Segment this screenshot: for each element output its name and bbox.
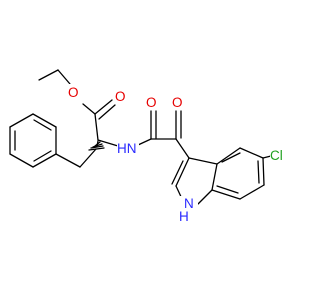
bond-carbonylc-o-double-2: [98, 104, 116, 120]
ethyl-group: [38, 69, 71, 85]
ester-ether-oxygen: O: [68, 84, 80, 100]
indole-benzene-ring: [211, 147, 272, 200]
indole-nitrogen: N H: [179, 196, 198, 224]
phenyl-ring: [9, 113, 57, 168]
ketone-oxygen: O: [172, 94, 184, 110]
svg-text:N: N: [184, 196, 194, 211]
amide-carbonyl-oxygen: O: [146, 94, 158, 110]
ester-carbonyl-oxygen: O: [115, 88, 127, 104]
bond-ch2-o: [57, 69, 71, 85]
bond-ketonec-indole-c3: [175, 138, 190, 159]
bond-ch2-phenyl: [55, 153, 81, 168]
bond-c5-cl: [262, 155, 272, 159]
bond-ch3-ch2: [38, 69, 59, 81]
svg-text:O: O: [115, 89, 126, 104]
bond-carbonylc-alpha: [94, 113, 99, 141]
svg-text:O: O: [172, 95, 183, 110]
amide-nitrogen: HN: [117, 140, 139, 156]
svg-text:HN: HN: [117, 141, 137, 156]
bond-alpha-nh: [97, 139, 119, 147]
bond-carbonylc-o-double-1: [94, 99, 113, 115]
svg-text:O: O: [146, 95, 157, 110]
ester-group: [82, 99, 116, 141]
oxalyl-linker: [137, 110, 190, 159]
bond-nh-amidec: [137, 138, 152, 146]
bond-alpha-benzylch2: [79, 148, 97, 168]
svg-text:H: H: [179, 209, 189, 224]
indole-pyrrole-ring: [171, 157, 218, 205]
chlorine-atom: Cl: [270, 147, 292, 163]
molecule-structure: O O HN O O Cl N H: [9, 69, 292, 224]
bond-o-carbonylc: [82, 103, 96, 115]
svg-text:Cl: Cl: [270, 148, 283, 163]
svg-text:O: O: [68, 85, 79, 100]
